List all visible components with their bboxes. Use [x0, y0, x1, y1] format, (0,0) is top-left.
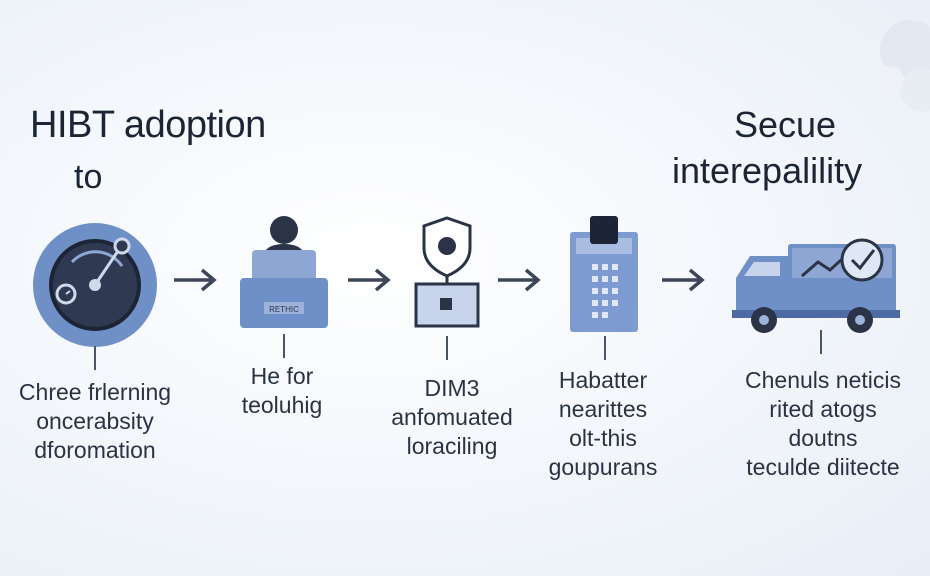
caption-line: rited atogs [769, 396, 877, 422]
caption-line: dforomation [34, 437, 156, 463]
panel-label: RETHIC [269, 305, 299, 314]
arrow-right-icon [662, 268, 705, 292]
caption-line: He for [250, 363, 314, 389]
decorative-blob-icon [876, 20, 930, 112]
connector-line [820, 330, 822, 354]
caption-line: Chree frlerning [18, 379, 172, 405]
step-2-caption: He for teoluhig [220, 362, 344, 420]
caption-line: oncerabsity [36, 408, 154, 434]
title-left-subtitle: to [74, 158, 103, 196]
title-left: HIBT adoption [30, 104, 266, 146]
caption-line: doutns [788, 425, 858, 451]
clock-globe-icon [33, 223, 157, 347]
caption-line: teoluhig [241, 392, 323, 418]
arrow-right-icon [348, 268, 391, 292]
caption-line: olt-this [569, 425, 637, 451]
step-5-caption: Chenuls neticis rited atogs doutns tecul… [726, 366, 920, 482]
caption-line: Chenuls neticis [745, 367, 901, 393]
caption-line: anfomuated [391, 404, 513, 430]
connector-line [446, 336, 448, 360]
step-3-caption: DIM3 anfomuated loraciling [378, 374, 526, 461]
connector-line [283, 334, 285, 358]
title-right-subtitle: interepalility [672, 150, 863, 191]
step-1-caption: Chree frlerning oncerabsity dforomation [10, 378, 180, 465]
caption-line: loraciling [406, 433, 498, 459]
server-rack-icon [570, 216, 638, 332]
caption-line: teculde diitecte [746, 454, 900, 480]
title-right: Secue [734, 104, 837, 145]
caption-line: nearittes [558, 396, 648, 422]
arrow-right-icon [498, 268, 541, 292]
caption-line: goupurans [548, 454, 658, 480]
caption-line: DIM3 [424, 375, 480, 401]
delivery-truck-icon [732, 238, 900, 333]
step-4-caption: Habatter nearittes olt-this goupurans [538, 366, 668, 482]
connector-line [604, 336, 606, 360]
shield-device-icon [414, 216, 480, 328]
connector-line [94, 346, 96, 370]
caption-line: Habatter [558, 367, 648, 393]
arrow-right-icon [174, 268, 217, 292]
user-laptop-icon: RETHIC [240, 216, 328, 328]
